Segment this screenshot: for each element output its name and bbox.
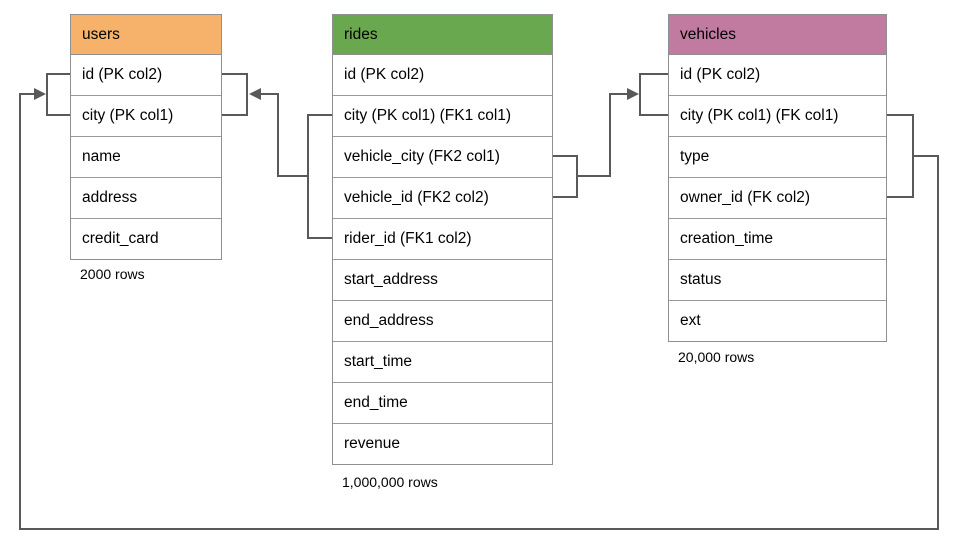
- table-column-row: owner_id (FK col2): [669, 178, 886, 219]
- table-column-row: end_time: [333, 383, 552, 424]
- table-column-row: status: [669, 260, 886, 301]
- table-column-row: id (PK col2): [669, 55, 886, 96]
- table-users-rowcount: 2000 rows: [80, 266, 145, 282]
- rides-vehicles-fk2-connector: [553, 73, 668, 198]
- table-column-row: type: [669, 137, 886, 178]
- table-column-row: vehicle_id (FK2 col2): [333, 178, 552, 219]
- table-column-row: id (PK col2): [71, 55, 221, 96]
- fk-arrow-icon: [34, 88, 46, 100]
- table-rides: rides id (PK col2)city (PK col1) (FK1 co…: [332, 14, 553, 465]
- table-column-row: name: [71, 137, 221, 178]
- table-vehicles-header: vehicles: [669, 15, 886, 55]
- table-column-row: id (PK col2): [333, 55, 552, 96]
- table-column-row: city (PK col1) (FK1 col1): [333, 96, 552, 137]
- table-rides-columns: id (PK col2)city (PK col1) (FK1 col1)veh…: [333, 55, 552, 464]
- fk1-arrow-icon: [249, 88, 261, 100]
- table-column-row: credit_card: [71, 219, 221, 259]
- table-column-row: vehicle_city (FK2 col1): [333, 137, 552, 178]
- fk2-arrow-icon: [627, 88, 639, 100]
- table-rides-rowcount: 1,000,000 rows: [342, 474, 438, 490]
- table-column-row: start_time: [333, 342, 552, 383]
- table-column-row: ext: [669, 301, 886, 341]
- table-column-row: rider_id (FK1 col2): [333, 219, 552, 260]
- table-column-row: end_address: [333, 301, 552, 342]
- table-vehicles-rowcount: 20,000 rows: [678, 349, 755, 365]
- table-column-row: revenue: [333, 424, 552, 464]
- table-column-row: city (PK col1): [71, 96, 221, 137]
- table-rides-header: rides: [333, 15, 552, 55]
- table-column-row: address: [71, 178, 221, 219]
- table-column-row: creation_time: [669, 219, 886, 260]
- table-vehicles: vehicles id (PK col2)city (PK col1) (FK …: [668, 14, 887, 342]
- table-column-row: city (PK col1) (FK col1): [669, 96, 886, 137]
- table-column-row: start_address: [333, 260, 552, 301]
- rides-users-fk1-connector: [222, 73, 332, 239]
- table-users-header: users: [71, 15, 221, 55]
- table-vehicles-columns: id (PK col2)city (PK col1) (FK col1)type…: [669, 55, 886, 341]
